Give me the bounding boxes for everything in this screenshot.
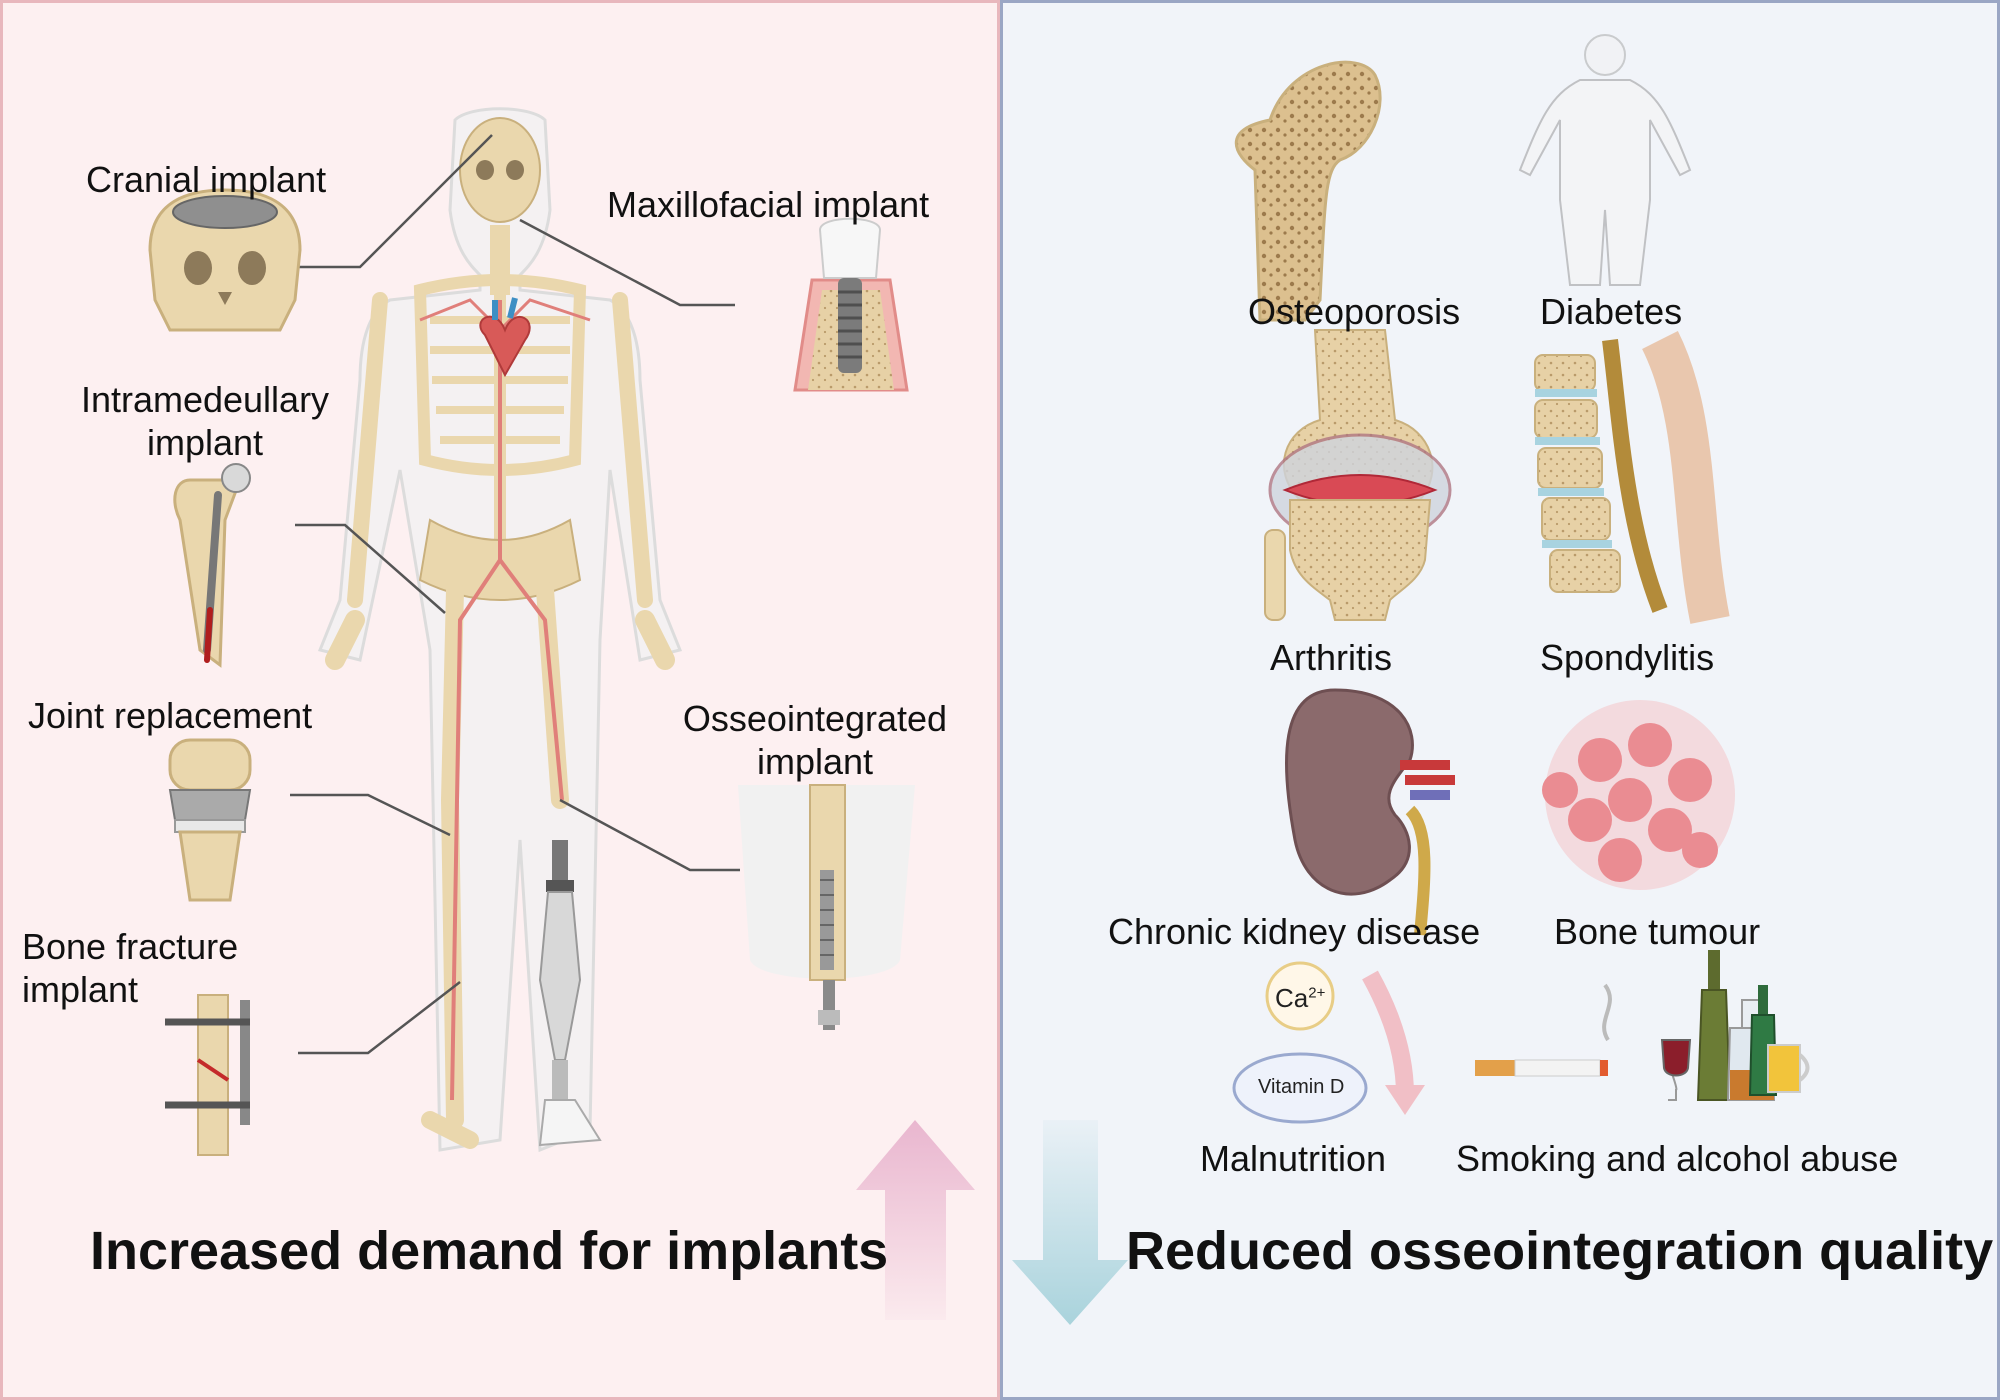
- cranial-implant-label: Cranial implant: [86, 159, 327, 200]
- intramedullary-implant-label-line1: Intramedeullary: [80, 379, 330, 420]
- bone-tumour-label: Bone tumour: [1554, 911, 1761, 952]
- right-panel: [1000, 0, 2000, 1400]
- malnutrition-label: Malnutrition: [1200, 1138, 1387, 1179]
- diabetes-label: Diabetes: [1540, 291, 1683, 332]
- calcium-superscript: 2+: [1308, 984, 1326, 1002]
- osseointegrated-implant-label-line2: implant: [756, 741, 874, 782]
- maxillofacial-implant-label: Maxillofacial implant: [607, 184, 930, 225]
- increased-demand-headline: Increased demand for implants: [90, 1221, 889, 1281]
- bone-fracture-implant-label-line2: implant: [22, 969, 139, 1010]
- intramedullary-implant-label-line2: implant: [146, 422, 264, 463]
- arthritis-label: Arthritis: [1270, 637, 1393, 678]
- osseointegrated-implant-label-line1: Osseointegrated: [682, 698, 948, 739]
- bone-fracture-implant-label-line1: Bone fracture: [22, 926, 239, 967]
- joint-replacement-label: Joint replacement: [28, 695, 313, 736]
- reduced-osseointegration-headline: Reduced osseointegration quality: [1126, 1221, 1994, 1281]
- osteoporosis-label: Osteoporosis: [1248, 291, 1461, 332]
- vitamin-d-text: Vitamin D: [1258, 1076, 1345, 1098]
- chronic-kidney-disease-label: Chronic kidney disease: [1108, 911, 1481, 952]
- spondylitis-label: Spondylitis: [1540, 637, 1715, 678]
- calcium-text: Ca2+: [1275, 983, 1326, 1013]
- smoking-alcohol-label: Smoking and alcohol abuse: [1456, 1138, 1899, 1179]
